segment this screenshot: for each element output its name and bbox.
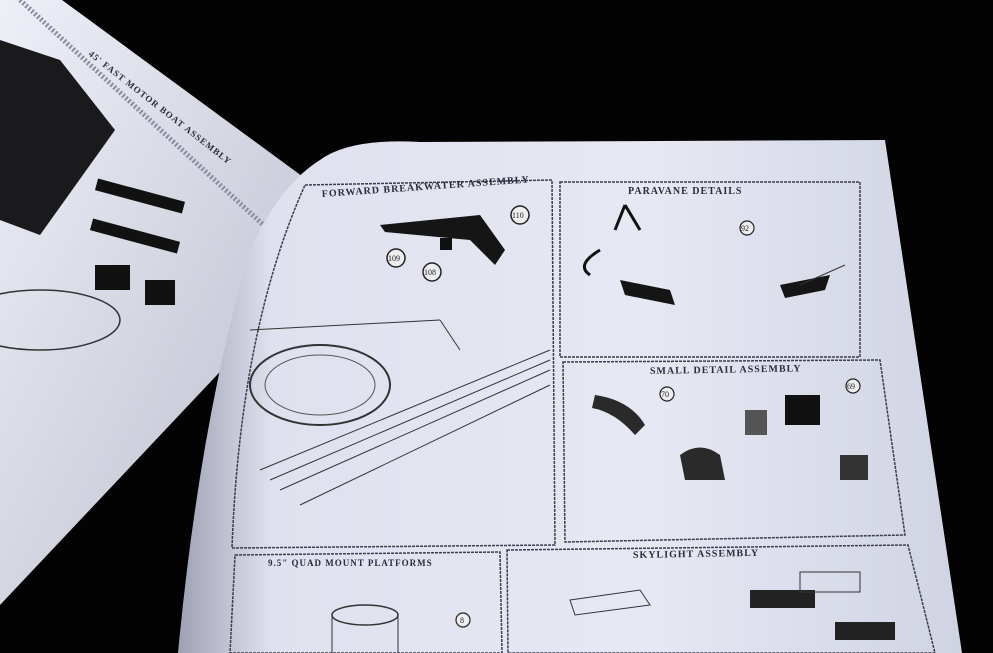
callout-108: 108 [422,262,442,282]
svg-text:92: 92 [741,224,749,233]
svg-text:110: 110 [512,211,524,220]
section-title-paravane: PARAVANE DETAILS [628,186,742,197]
right-sheet: FORWARD BREAKWATER ASSEMBLY PARAVANE DET… [178,140,962,653]
section-title-small-detail: SMALL DETAIL ASSEMBLY [650,363,802,377]
svg-text:8: 8 [460,616,464,625]
parts-fret [0,40,115,235]
paravane-drawing: 92 [582,204,846,305]
section-frame-paravane [559,181,861,358]
section-frame-quad-mount [229,551,503,653]
svg-text:69: 69 [847,382,855,391]
callout-109: 109 [386,248,406,268]
boat-hull-drawing [0,289,121,351]
section-title-skylight: SKYLIGHT ASSEMBLY [633,548,759,561]
svg-text:70: 70 [661,390,669,399]
section-frame-breakwater [231,179,556,549]
callout-69: 69 [845,378,861,394]
quad-mount-drawing: 8 [331,604,471,653]
callout-70: 70 [659,386,675,402]
breakwater-drawing: 110 109 108 [249,205,551,506]
svg-text:108: 108 [424,268,436,277]
section-frame-small-detail [562,359,906,543]
svg-text:109: 109 [388,254,400,263]
callout-92: 92 [739,220,755,236]
section-frame-skylight [506,544,936,653]
callout-110: 110 [510,205,530,225]
callout-8: 8 [455,612,471,628]
small-detail-drawing: 70 69 [592,378,868,480]
skylight-drawing [569,571,895,640]
section-title-quad-mount: 9.5" QUAD MOUNT PLATFORMS [268,558,433,568]
